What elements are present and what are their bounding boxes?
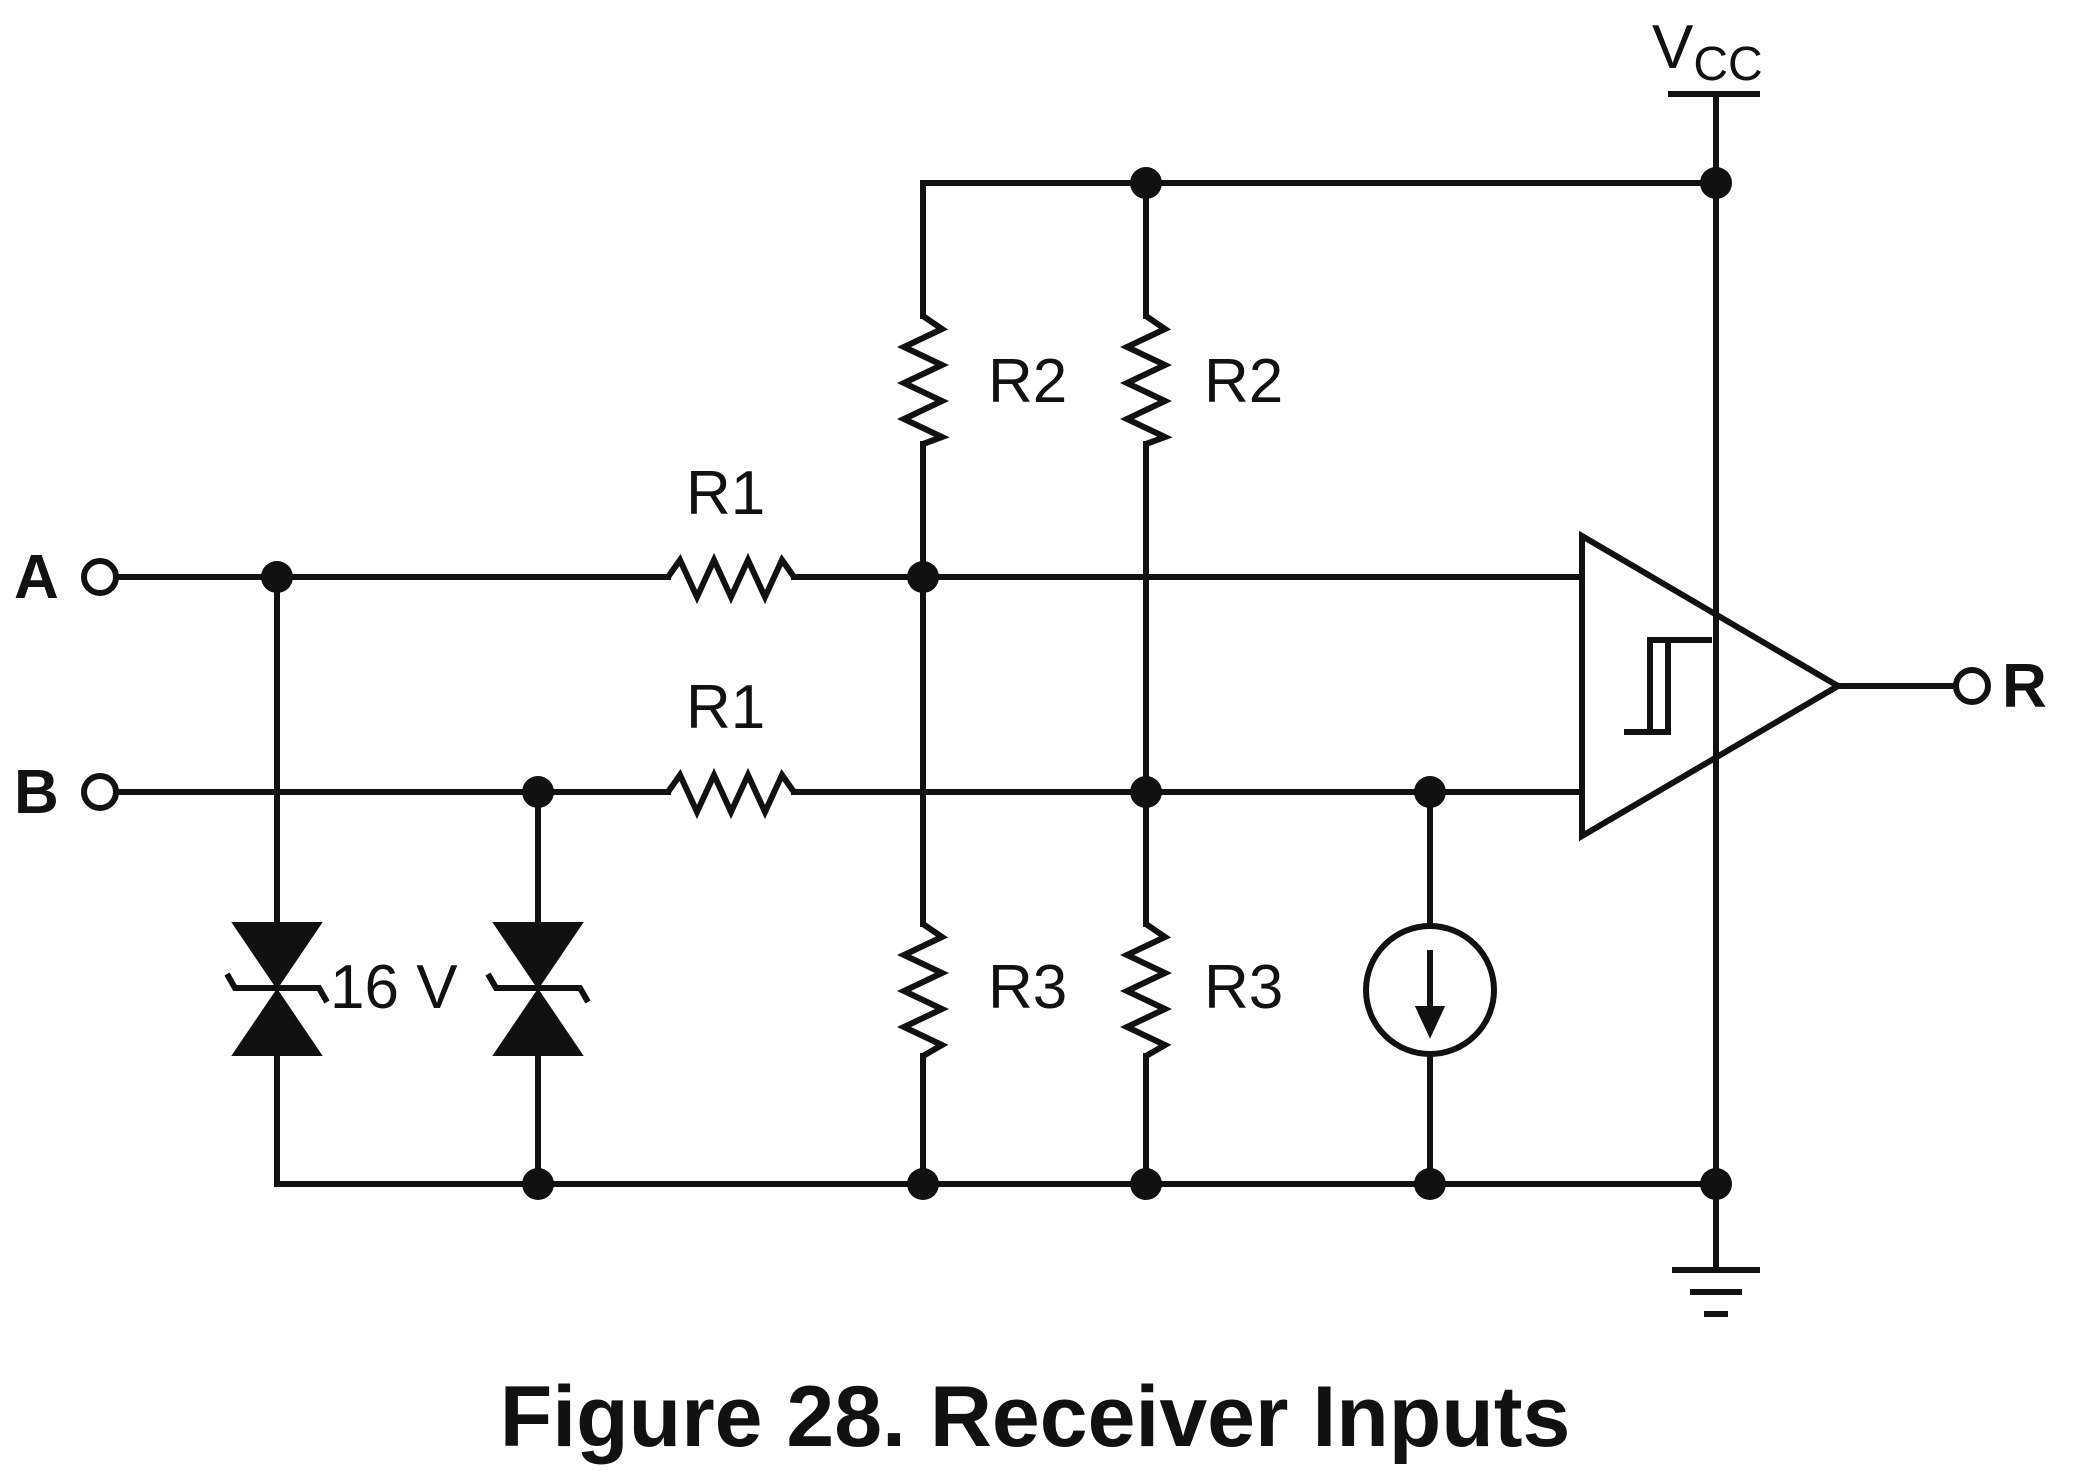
terminal-a-icon: [81, 558, 119, 596]
ground-symbol: [1672, 1267, 1760, 1317]
resistor-r2-left: [896, 313, 950, 447]
hysteresis-icon-return: [1647, 637, 1668, 732]
junction-dot: [1700, 167, 1732, 199]
resistor-r1-a: [665, 552, 797, 605]
terminal-r-icon: [1953, 667, 1991, 705]
junction-dot: [907, 1168, 939, 1200]
r3-left-label: R3: [988, 953, 1067, 1022]
zener-diode-right: [485, 922, 591, 1056]
zener-diode-left: [224, 922, 330, 1056]
arrow-down-icon: [1414, 1006, 1446, 1039]
terminal-b-icon: [81, 773, 119, 811]
junction-dot: [261, 561, 293, 593]
vcc-symbol: VCC: [1652, 13, 1763, 97]
junction-dot: [1130, 776, 1162, 808]
zener-right-lower-triangle: [492, 988, 584, 1056]
terminal-r-label: R: [2002, 652, 2047, 721]
current-source-circle: [1363, 923, 1497, 1057]
junction-dot: [1414, 1168, 1446, 1200]
resistor-r1-b: [665, 767, 797, 820]
r1-a-label: R1: [686, 459, 765, 528]
vcc-label: V: [1652, 13, 1694, 82]
junction-dot: [522, 776, 554, 808]
comparator-triangle: [1579, 530, 1844, 842]
terminal-b-label: B: [14, 758, 59, 827]
r2-right-label: R2: [1204, 347, 1283, 416]
current-source: [1363, 923, 1497, 1057]
junction-dot: [1130, 167, 1162, 199]
junction-dots: [261, 167, 1732, 1200]
junction-dot: [1414, 776, 1446, 808]
zener-right-bar: [485, 972, 591, 1004]
zener-right-upper-triangle: [492, 922, 584, 990]
svg-text:VCC: VCC: [1652, 13, 1763, 91]
zener-left-lower-triangle: [231, 988, 323, 1056]
zener-left-upper-triangle: [231, 922, 323, 990]
junction-dot: [1130, 1168, 1162, 1200]
zener-voltage-label: 16 V: [330, 953, 458, 1022]
junction-dot: [522, 1168, 554, 1200]
figure-caption: Figure 28. Receiver Inputs: [500, 1369, 1571, 1465]
vcc-subscript: CC: [1693, 38, 1762, 91]
hysteresis-icon: [1624, 637, 1712, 735]
terminal-a-label: A: [14, 543, 59, 612]
resistor-r2-right: [1119, 313, 1173, 447]
junction-dot: [1700, 1168, 1732, 1200]
zener-left-bar: [224, 972, 330, 1004]
r2-left-label: R2: [988, 347, 1067, 416]
resistor-r3-right: [1119, 921, 1173, 1059]
r1-b-label: R1: [686, 673, 765, 742]
schmitt-trigger-comparator: [1579, 530, 1844, 842]
wires: [113, 91, 1959, 1273]
r3-right-label: R3: [1204, 953, 1283, 1022]
junction-dot: [907, 561, 939, 593]
resistor-r3-left: [896, 921, 950, 1059]
